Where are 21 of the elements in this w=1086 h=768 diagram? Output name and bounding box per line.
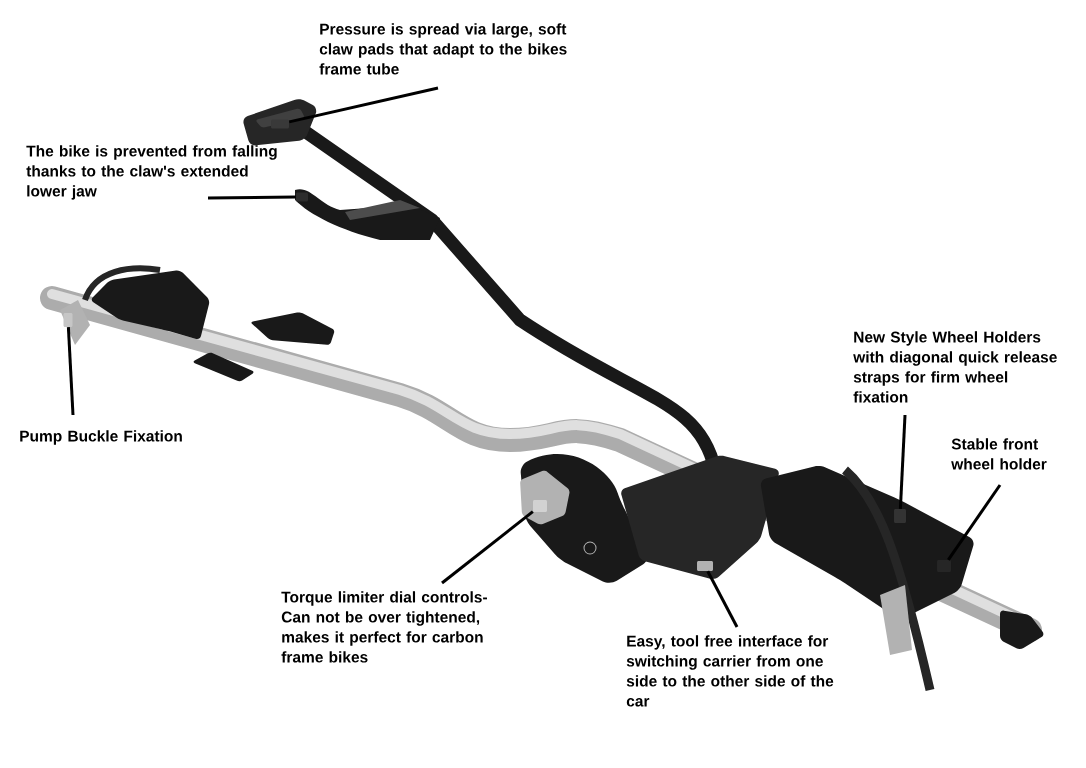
callout-text: The bike is prevented from falling thanks to the claw's extended lower jaw <box>26 145 277 200</box>
wheel-strap <box>894 509 906 523</box>
pump-buckle <box>63 313 73 327</box>
leader-line <box>898 414 907 509</box>
leader-line <box>66 327 75 416</box>
claw-pad <box>271 119 289 129</box>
mount-interface <box>697 561 713 571</box>
callout-text: Pressure is spread via large, soft claw pads that adapt to the bikes frame tube <box>319 23 567 75</box>
torque-dial <box>533 500 547 512</box>
leader-line <box>706 570 739 628</box>
leader-line <box>288 86 439 124</box>
front-wheel-holder <box>937 560 951 572</box>
callout-text: Pump Buckle Fixation <box>20 430 182 445</box>
callout-text: New Style Wheel Holders with diagonal quick release straps for firm wheel fixation <box>853 331 1057 403</box>
leader-line <box>441 510 534 585</box>
callout-text: Torque limiter dial controls- Can not be over tightened, makes it perfect for carbon frame bikes <box>281 591 487 663</box>
callout-text: Easy, tool free interface for switching carrier from one side to the other side of the car <box>626 635 834 707</box>
leader-line <box>947 484 1002 561</box>
lower-jaw <box>296 192 308 202</box>
callout-text: Stable front wheel holder <box>951 438 1047 470</box>
leader-line <box>208 195 296 200</box>
